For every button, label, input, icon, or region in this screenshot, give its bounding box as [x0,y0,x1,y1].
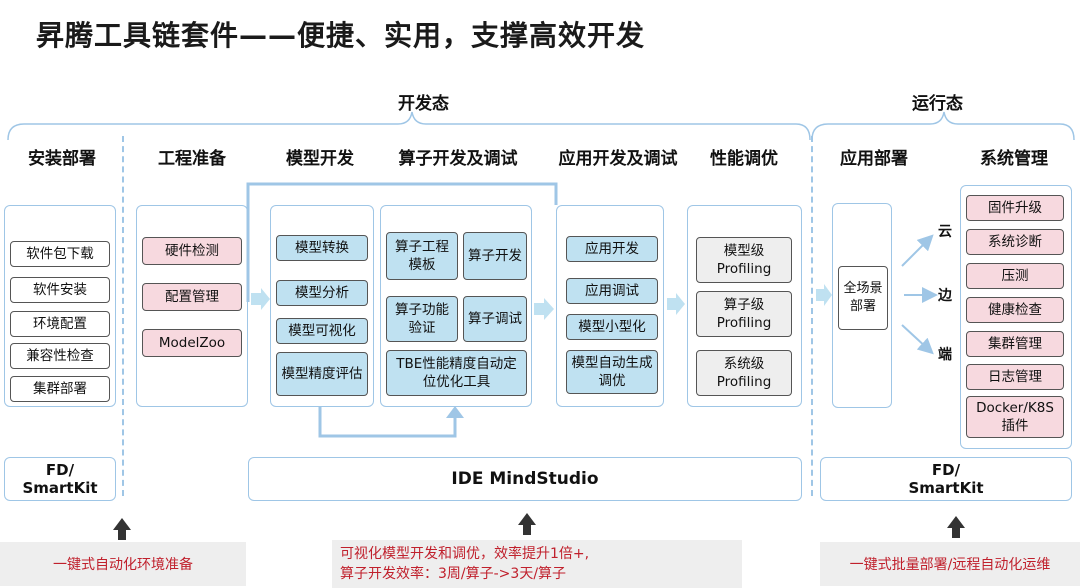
install-item-compat-check: 兼容性检查 [10,343,110,369]
sysmgmt-item-firmware: 固件升级 [966,195,1064,221]
operator-item-develop: 算子开发 [463,232,527,280]
edge-label-cloud: 云 [938,224,952,240]
sysmgmt-item-health: 健康检查 [966,297,1064,323]
operator-item-debug: 算子调试 [463,296,527,342]
col-header-model: 模型开发 [286,149,354,169]
deploy-item-fullscene: 全场景部署 [838,266,888,330]
col-header-project: 工程准备 [158,149,226,169]
install-item-download: 软件包下载 [10,241,110,267]
col-header-deploy: 应用部署 [840,149,908,169]
tool-fd-smartkit-right: FD/ SmartKit [820,457,1072,501]
col-header-operator: 算子开发及调试 [398,149,518,169]
operator-item-template: 算子工程模板 [386,232,458,280]
install-item-install: 软件安装 [10,277,110,303]
sysmgmt-item-cluster: 集群管理 [966,331,1064,357]
perf-item-system-profiling: 系统级Profiling [696,350,792,396]
model-item-convert: 模型转换 [276,235,368,261]
install-item-cluster-deploy: 集群部署 [10,376,110,402]
edge-label-edge: 边 [938,288,952,304]
note-left: 一键式自动化环境准备 [0,542,246,586]
install-item-env-config: 环境配置 [10,311,110,337]
note-right: 一键式批量部署/远程自动化运维 [820,542,1080,586]
app-item-debug: 应用调试 [566,278,658,304]
page-title: 昇腾工具链套件——便捷、实用，支撑高效开发 [36,19,646,52]
phase-dev-label: 开发态 [398,94,449,114]
separator-right [811,136,813,496]
app-item-develop: 应用开发 [566,236,658,262]
col-header-sysmgmt: 系统管理 [980,149,1048,169]
col-header-install: 安装部署 [28,149,96,169]
note-center: 可视化模型开发和调优，效率提升1倍+, 算子开发效率：3周/算子->3天/算子 [332,540,742,588]
perf-item-model-profiling: 模型级Profiling [696,237,792,283]
note-center-line2: 算子开发效率：3周/算子->3天/算子 [340,566,567,582]
project-item-hw-check: 硬件检测 [142,237,242,265]
operator-item-verify: 算子功能验证 [386,296,458,342]
phase-run-label: 运行态 [912,94,963,114]
install-panel [4,205,116,407]
project-item-modelzoo: ModelZoo [142,329,242,357]
model-item-analyze: 模型分析 [276,280,368,306]
operator-item-tbe-tool: TBE性能精度自动定位优化工具 [386,350,527,396]
sysmgmt-item-diagnose: 系统诊断 [966,229,1064,255]
perf-item-operator-profiling: 算子级Profiling [696,291,792,337]
edge-label-device: 端 [938,347,952,363]
app-item-auto-tune: 模型自动生成调优 [566,350,658,394]
col-header-perf: 性能调优 [710,149,778,169]
project-item-config-mgmt: 配置管理 [142,283,242,311]
sysmgmt-item-docker: Docker/K8S插件 [966,396,1064,438]
tool-fd-smartkit-left: FD/ SmartKit [4,457,116,501]
sysmgmt-item-stress: 压测 [966,263,1064,289]
col-header-app: 应用开发及调试 [558,149,678,169]
app-item-compress: 模型小型化 [566,314,658,340]
sysmgmt-item-log: 日志管理 [966,364,1064,390]
tool-ide-mindstudio: IDE MindStudio [248,457,802,501]
model-item-accuracy-eval: 模型精度评估 [276,352,368,396]
separator-left [122,136,124,496]
model-item-visualize: 模型可视化 [276,318,368,344]
note-center-line1: 可视化模型开发和调优，效率提升1倍+, [340,546,590,562]
